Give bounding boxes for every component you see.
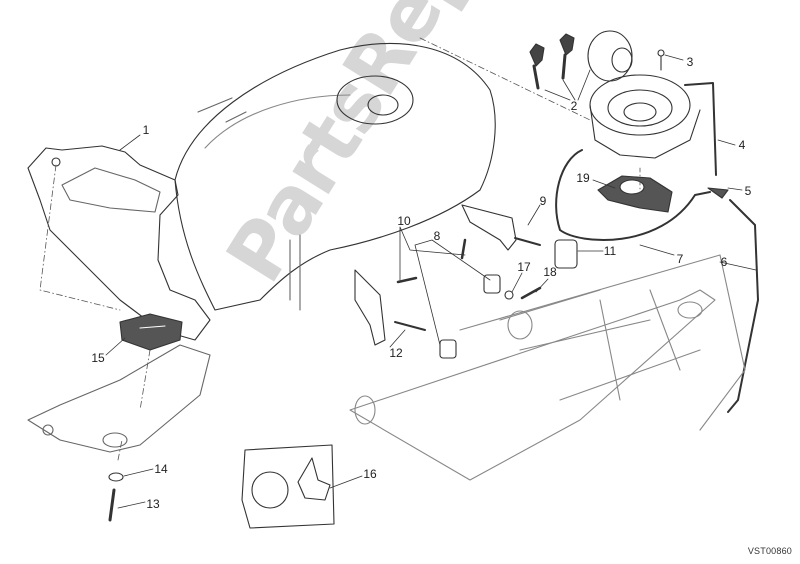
part-19-gasket [597,175,673,213]
bracket-9 [461,204,541,251]
callout-13[interactable]: 13 [146,497,160,511]
part-8-bushing-b [439,339,457,359]
callout-12[interactable]: 12 [389,346,403,360]
callout-9[interactable]: 9 [539,194,547,208]
callout-15[interactable]: 15 [91,351,105,365]
part-5-t-fitting [707,187,729,199]
callout-2[interactable]: 2 [570,99,578,113]
callout-18[interactable]: 18 [543,265,557,279]
lower-mount-plate [27,344,211,453]
part-13-bolt [108,488,116,522]
callout-17[interactable]: 17 [517,260,531,274]
leader-lines [105,54,757,509]
part-3-screw [657,49,665,71]
part-16-cover [241,444,335,529]
callout-19[interactable]: 19 [576,171,590,185]
bracket-12 [354,269,426,346]
callout-5[interactable]: 5 [744,184,752,198]
callout-1[interactable]: 1 [142,123,150,137]
part-11-bushing [554,239,578,269]
breather-hoses [555,82,759,413]
part-2-keys-and-cap [529,30,633,90]
callout-8[interactable]: 8 [433,229,441,243]
callout-6[interactable]: 6 [720,255,728,269]
callout-7[interactable]: 7 [676,252,684,266]
frame-trellis [349,254,746,481]
part-17-washer [504,290,514,300]
callout-11[interactable]: 11 [603,244,617,258]
drawing-code: VST00860 [747,546,792,556]
part-10-bolt-b [396,276,418,284]
part-1-tank-rear-tray [27,145,211,341]
callout-10[interactable]: 10 [397,214,411,228]
filler-ring-assembly [589,74,701,159]
part-8-bushing-a [483,274,501,294]
part-14-washer [108,472,124,482]
assembly-guide-lines [39,37,641,461]
part-15-cover [119,313,183,351]
callout-4[interactable]: 4 [738,138,746,152]
callout-16[interactable]: 16 [363,467,377,481]
callout-14[interactable]: 14 [154,462,168,476]
part-18-bolt [520,286,542,300]
callout-3[interactable]: 3 [686,55,694,69]
tank-main-body [174,42,496,311]
